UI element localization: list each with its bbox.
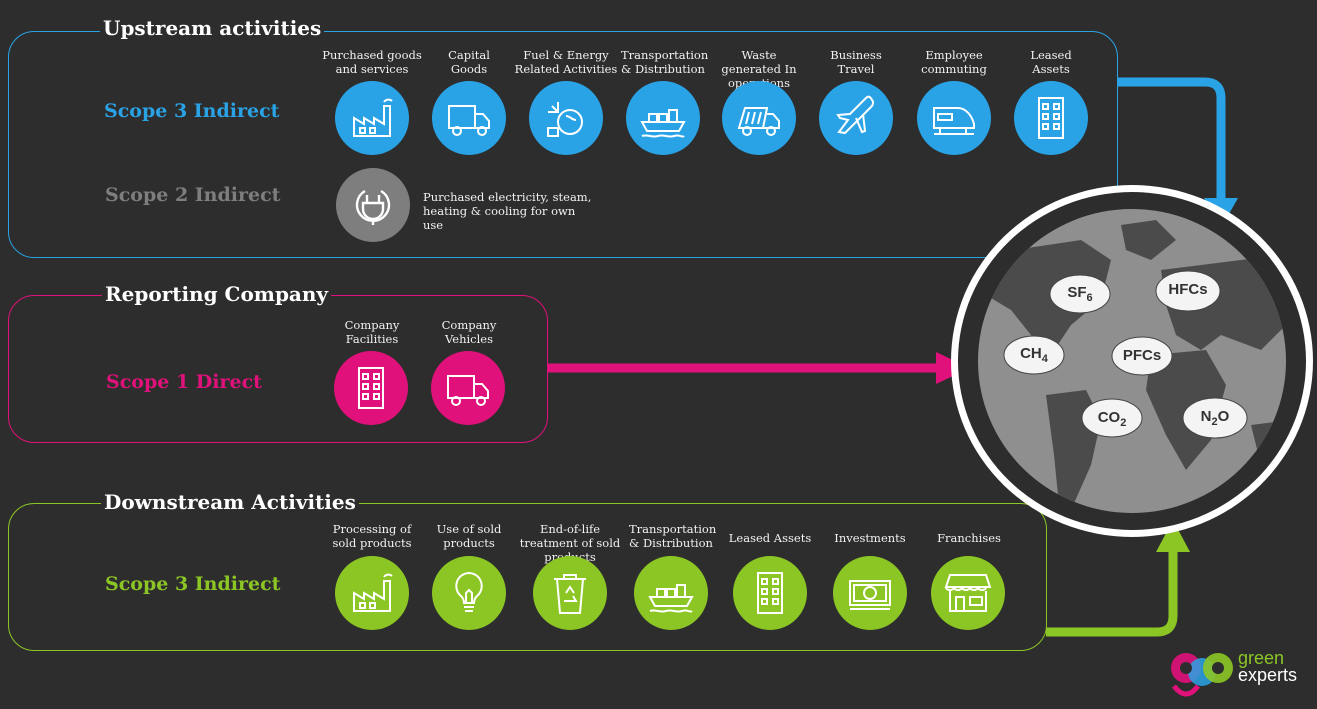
downstream-icon-circle	[733, 556, 807, 630]
gas-label-pfcs: PFCs	[1122, 347, 1162, 364]
downstream-caption: Transportation & Distribution	[629, 522, 717, 550]
building-icon	[1038, 97, 1064, 139]
reporting-title: Reporting Company	[102, 282, 332, 306]
gas-label-n2o: N2O	[1200, 408, 1230, 428]
downstream-icon-circle	[833, 556, 907, 630]
logo-text-experts: experts	[1238, 665, 1298, 685]
scope2-icon-circle	[336, 168, 410, 242]
upstream-icon-circle	[529, 81, 603, 155]
scope2-caption: Purchased electricity, steam, heating & …	[423, 190, 592, 232]
power-plug-icon	[355, 189, 391, 225]
upstream-scope3-label: Scope 3 Indirect	[104, 100, 280, 122]
downstream-scope3-label: Scope 3 Indirect	[105, 573, 281, 595]
cloud-co2	[1081, 398, 1143, 438]
downstream-icon-circle	[533, 556, 607, 630]
upstream-arrow	[1118, 77, 1226, 200]
scope1-label: Scope 1 Direct	[106, 371, 262, 393]
downstream-caption: Franchises	[937, 531, 1001, 545]
upstream-caption: Leased Assets	[1030, 48, 1072, 76]
gas-label-ch4: CH4	[1020, 345, 1048, 365]
ship-icon	[640, 109, 686, 138]
upstream-icon-circle	[335, 81, 409, 155]
downstream-arrow	[1046, 548, 1178, 637]
money-icon	[849, 580, 891, 610]
scope2-label: Scope 2 Indirect	[105, 184, 281, 206]
cloud-pfcs	[1111, 336, 1173, 376]
cloud-n2o	[1182, 397, 1248, 439]
reporting-caption: Company Vehicles	[441, 318, 497, 346]
shop-icon	[944, 574, 992, 612]
downstream-caption: Use of sold products	[436, 522, 502, 550]
upstream-icon-circle	[626, 81, 700, 155]
factory-icon	[353, 98, 393, 137]
cloud-ch4	[1003, 335, 1065, 375]
upstream-caption: Employee commuting	[921, 48, 987, 76]
downstream-caption: Processing of sold products	[332, 522, 412, 550]
upstream-icon-circle	[432, 81, 506, 155]
train-icon	[933, 107, 975, 135]
downstream-icon-circle	[931, 556, 1005, 630]
recycle-bin-icon	[554, 574, 586, 614]
gas-label-sf6: SF6	[1067, 284, 1093, 304]
downstream-caption: Investments	[834, 531, 906, 545]
truck-icon	[447, 375, 489, 406]
gas-label-co2: CO2	[1097, 409, 1127, 429]
logo: green experts	[1168, 648, 1308, 702]
upstream-icon-circle	[1014, 81, 1088, 155]
downstream-icon-circle	[634, 556, 708, 630]
building-icon	[757, 572, 783, 614]
downstream-panel	[8, 503, 1047, 651]
lightbulb-icon	[455, 571, 483, 612]
logo-mark	[1171, 653, 1233, 697]
upstream-icon-circle	[722, 81, 796, 155]
gas-label-hfcs: HFCs	[1168, 281, 1208, 298]
cloud-sf6	[1049, 274, 1111, 314]
upstream-caption: Business Travel	[830, 48, 882, 76]
cloud-hfcs	[1155, 270, 1221, 312]
downstream-caption: Leased Assets	[728, 531, 812, 545]
downstream-arrow-head	[1156, 520, 1190, 552]
reporting-icon-circle	[431, 351, 505, 425]
upstream-caption: Purchased goods and services	[322, 48, 422, 76]
waste-truck-icon	[737, 107, 780, 136]
upstream-caption: Transportation & Distribution	[621, 48, 709, 76]
upstream-caption: Capital Goods	[448, 48, 490, 76]
building-icon	[358, 367, 384, 409]
logo-text-green: green	[1238, 648, 1285, 668]
upstream-caption: Fuel & Energy Related Activities	[514, 48, 618, 76]
factory-icon	[353, 573, 393, 612]
airplane-icon	[836, 95, 875, 135]
upstream-title: Upstream activities	[100, 16, 325, 40]
downstream-icon-circle	[335, 556, 409, 630]
ship-icon	[648, 584, 694, 613]
downstream-title: Downstream Activities	[101, 490, 359, 514]
fuel-energy-icon	[547, 102, 583, 137]
reporting-icon-circle	[334, 351, 408, 425]
upstream-icon-circle	[917, 81, 991, 155]
truck-icon	[448, 105, 490, 136]
reporting-caption: Company Facilities	[344, 318, 400, 346]
upstream-icon-circle	[819, 81, 893, 155]
downstream-icon-circle	[432, 556, 506, 630]
upstream-panel	[8, 31, 1118, 258]
